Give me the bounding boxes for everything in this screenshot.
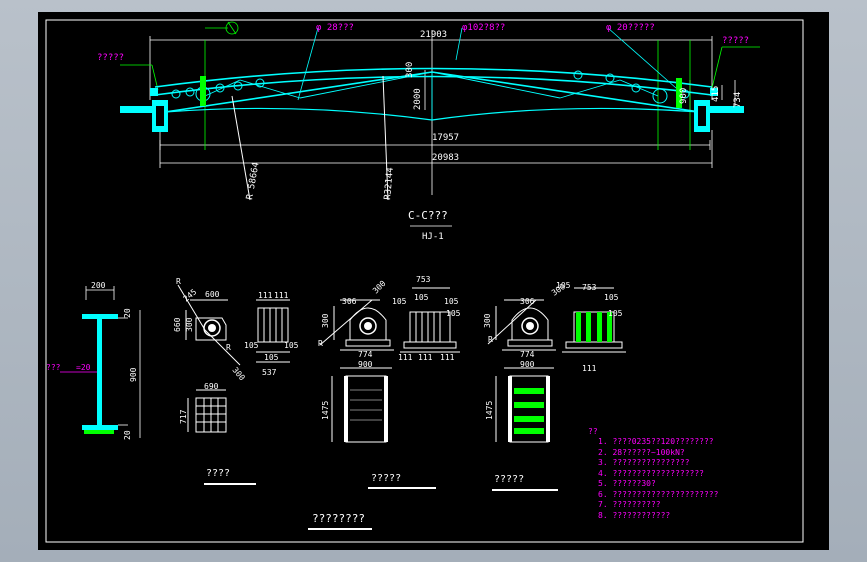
- support-b-d111c: 111: [440, 353, 455, 362]
- support-b-d111a: 111: [398, 353, 413, 362]
- truss-elevation: 21903 17957 20983 2000 300 900 415 734 R…: [97, 21, 760, 242]
- callout-top-left: φ 28???: [316, 23, 354, 33]
- note-item: 2. 28??????~100kN?: [598, 448, 685, 457]
- note-item: 3. ????????????????: [598, 458, 690, 467]
- column-section: 200 900 20 20 ??? =20: [46, 281, 141, 440]
- dim-end-small: 415: [711, 86, 721, 102]
- dim-end-right: 734: [733, 92, 743, 108]
- support-a-d105c: 105: [284, 341, 299, 350]
- support-a-radius2: R: [226, 343, 231, 352]
- dim-mid-upper: 300: [405, 62, 415, 78]
- column-top-dim: 20: [123, 308, 132, 318]
- support-a-label: ????: [206, 468, 230, 479]
- note-item: 8. ????????????: [598, 511, 670, 520]
- column-note: ???: [46, 363, 61, 372]
- note-item: 7. ??????????: [598, 500, 661, 509]
- support-a-radius: R: [176, 277, 181, 286]
- support-a-d111a: 111: [258, 291, 273, 300]
- notes-block: ?? 1. ????0235??120???????? 2. 28??????~…: [588, 427, 719, 520]
- support-c-d300b: 300: [483, 313, 492, 328]
- note-item: 6. ??????????????????????: [598, 490, 719, 499]
- callout-top-center: φ102?8??: [462, 23, 505, 33]
- support-c-label: ?????: [494, 474, 524, 485]
- radius-center: R32144: [383, 167, 396, 200]
- dim-overall-bottom: 20983: [432, 153, 459, 163]
- support-c-d753: 753: [582, 283, 597, 292]
- column-width: 200: [91, 281, 106, 290]
- support-c-d105a: 105: [556, 281, 571, 290]
- support-b-d105c: 105: [444, 297, 459, 306]
- support-c-d774: 774: [520, 350, 535, 359]
- elevation-title: C-C???: [408, 209, 448, 222]
- support-c-d306: 306: [520, 297, 535, 306]
- support-a-d717: 717: [179, 409, 188, 424]
- support-c-d105b: 105: [604, 293, 619, 302]
- dim-overall-top: 21903: [420, 30, 447, 40]
- dim-end-height: 900: [679, 88, 689, 104]
- support-b-d1475: 1475: [321, 401, 330, 420]
- notes-heading: ??: [588, 427, 598, 436]
- support-b-d300b: 300: [321, 313, 330, 328]
- dim-mid-height: 2000: [413, 88, 423, 110]
- note-item: 4. ???????????????????: [598, 469, 704, 478]
- support-c-d111: 111: [582, 364, 597, 373]
- support-b-d105a: 105: [392, 297, 407, 306]
- support-c-radius: R: [488, 335, 493, 344]
- support-a-d660: 660: [173, 317, 182, 332]
- callout-top-right: φ 20?????: [606, 23, 655, 33]
- support-b-d306: 306: [342, 297, 357, 306]
- column-height: 900: [129, 367, 138, 382]
- drawing-border: [45, 19, 804, 543]
- support-c-d900: 900: [520, 360, 535, 369]
- bottom-title: ????????: [312, 512, 365, 525]
- support-a-w600: 600: [205, 290, 220, 299]
- support-a-d537: 537: [262, 368, 277, 377]
- support-c-d105c: 105: [608, 309, 623, 318]
- support-detail-b: 753 306 300 300 R 105 105 105 105 774 11…: [318, 275, 461, 489]
- support-b-d753: 753: [416, 275, 431, 284]
- callout-right-label: ?????: [722, 36, 749, 46]
- note-item: 5. ??????30?: [598, 479, 656, 488]
- column-bottom-dim: 20: [123, 430, 132, 440]
- support-b-label: ?????: [371, 473, 401, 484]
- support-a-d105a: 105: [244, 341, 259, 350]
- support-a-d111b: 111: [274, 291, 289, 300]
- support-b-d105d: 105: [446, 309, 461, 318]
- support-a-d300: 300: [185, 317, 194, 332]
- support-b-d900: 900: [358, 360, 373, 369]
- support-b-d774: 774: [358, 350, 373, 359]
- column-web: =20: [76, 363, 91, 372]
- support-b-d105b: 105: [414, 293, 429, 302]
- support-a-d690: 690: [204, 382, 219, 391]
- support-a-d105b: 105: [264, 353, 279, 362]
- dim-span-bottom: 17957: [432, 133, 459, 143]
- support-c-d1475: 1475: [485, 401, 494, 420]
- support-b-d111b: 111: [418, 353, 433, 362]
- note-item: 1. ????0235??120????????: [598, 437, 714, 446]
- callout-left-label: ?????: [97, 53, 124, 63]
- elevation-subtitle: HJ-1: [422, 232, 444, 242]
- support-b-radius: R: [318, 339, 323, 348]
